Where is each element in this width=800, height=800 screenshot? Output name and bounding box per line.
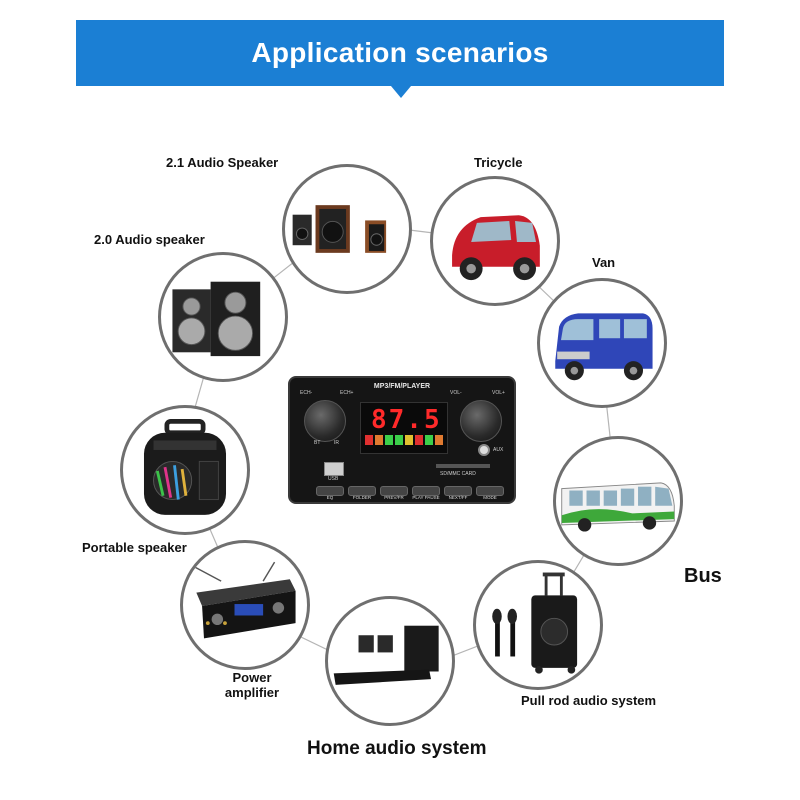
bus-icon [561, 482, 675, 532]
banner-pointer [391, 86, 411, 98]
folder-button[interactable] [348, 486, 376, 496]
eq-button[interactable] [316, 486, 344, 496]
board-title: MP3/FM/PLAYER [373, 383, 431, 390]
scenario-pull-rod [473, 560, 603, 690]
pull-rod-speaker-icon [492, 572, 578, 674]
echo-knob[interactable] [304, 400, 346, 442]
scenario-bus [553, 436, 683, 566]
knob-left-label-2: ECH+ [340, 390, 354, 396]
knob-left-label-1: ECH- [300, 390, 313, 396]
speaker-2-0-icon [172, 281, 261, 357]
label-2-1-speaker: 2.1 Audio Speaker [166, 155, 279, 170]
volume-knob[interactable] [460, 400, 502, 442]
page-title: Application scenarios [251, 37, 549, 68]
tricycle-icon [452, 215, 540, 281]
sd-card-slot[interactable] [436, 464, 490, 468]
ir-label: IR [334, 440, 339, 446]
label-portable-speaker: Portable speaker [82, 540, 187, 555]
power-amplifier-icon [192, 561, 296, 639]
scenario-2-1-speaker [282, 164, 412, 294]
btn-label-folder: FOLDER [352, 495, 372, 500]
soundbar-icon [333, 625, 439, 685]
play-pause-button[interactable] [412, 486, 440, 496]
mode-button[interactable] [476, 486, 504, 496]
eq-bars [365, 435, 443, 445]
label-van: Van [592, 255, 616, 270]
usb-port[interactable] [324, 462, 344, 476]
label-pull-rod: Pull rod audio system [521, 693, 657, 708]
btn-label-prev: PREV/FR [384, 495, 404, 500]
knob-right-label-2: VOL+ [492, 390, 505, 396]
label-tricycle: Tricycle [474, 155, 523, 170]
portable-speaker-icon [143, 418, 227, 515]
van-icon [555, 313, 653, 381]
scenario-van [537, 278, 667, 408]
frequency-readout: 87.5 [371, 405, 442, 435]
label-home-audio: Home audio system [307, 738, 487, 759]
scenario-tricycle [430, 176, 560, 306]
scenario-home-audio [325, 596, 455, 726]
header-banner: Application scenarios [76, 20, 724, 86]
speaker-2-1-icon [292, 205, 387, 253]
aux-label: AUX [493, 447, 504, 453]
label-2-0-speaker: 2.0 Audio speaker [94, 232, 205, 247]
label-power-amplifier: Power amplifier [224, 670, 280, 700]
knob-right-label-1: VOL- [450, 390, 462, 396]
sd-label: SD/MMC CARD [440, 471, 476, 477]
aux-jack[interactable] [478, 444, 490, 456]
board-button-labels: EQ FOLDER PREV/FR PLAY PAUSE NEXT/FF MOD… [316, 495, 504, 500]
mp3-player-board: MP3/FM/PLAYER ECH- ECH+ VOL- VOL+ 87.5 B… [288, 376, 516, 504]
led-display: 87.5 [360, 402, 448, 454]
scenario-power-amplifier [180, 540, 310, 670]
usb-label: USB [328, 476, 339, 482]
label-bus: Bus [684, 565, 722, 587]
scenario-2-0-speaker [158, 252, 288, 382]
btn-label-eq: EQ [326, 495, 334, 500]
btn-label-play: PLAY PAUSE [412, 495, 440, 500]
scenario-portable-speaker [120, 405, 250, 535]
bt-label: BT [314, 440, 321, 446]
btn-label-next: NEXT/FF [448, 495, 468, 500]
board-buttons [316, 486, 504, 496]
next-button[interactable] [444, 486, 472, 496]
prev-button[interactable] [380, 486, 408, 496]
btn-label-mode: MODE [483, 495, 497, 500]
